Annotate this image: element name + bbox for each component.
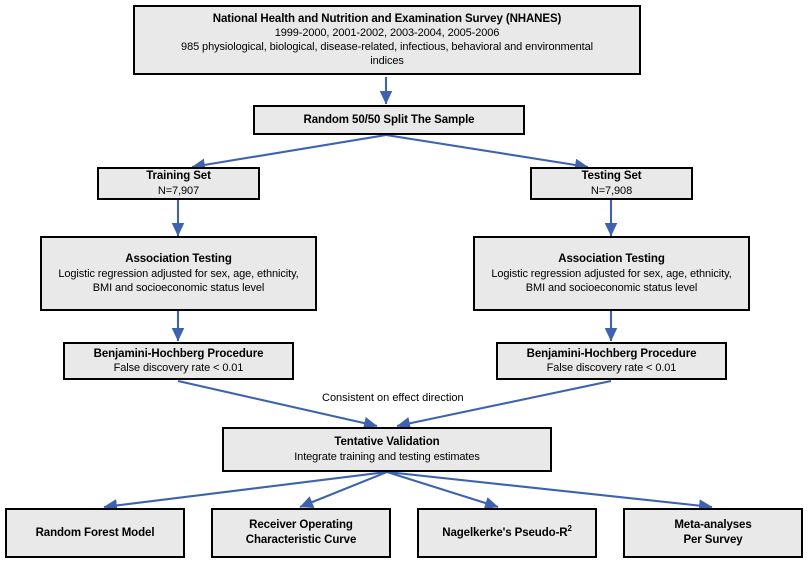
association-testing-training-line3: BMI and socioeconomic status level: [92, 281, 265, 294]
node-meta-analyses-per-survey: Meta-analyses Per Survey: [623, 508, 803, 558]
edge-label-consistent-direction: Consistent on effect direction: [322, 392, 464, 404]
arrow-validation-to-random-forest: [103, 470, 388, 512]
node-association-testing-testing: Association Testing Logistic regression …: [473, 236, 750, 311]
association-testing-testing-line3: BMI and socioeconomic status level: [525, 281, 698, 294]
nhanes-source-indices-cont: indices: [370, 55, 404, 68]
association-testing-training-line2: Logistic regression adjusted for sex, ag…: [58, 267, 299, 280]
node-benjamini-hochberg-training: Benjamini-Hochberg Procedure False disco…: [63, 342, 294, 380]
tentative-validation-title: Tentative Validation: [334, 436, 440, 449]
arrow-validation-to-nagelkerke: [386, 470, 499, 510]
node-association-testing-training: Association Testing Logistic regression …: [40, 236, 317, 311]
arrow-split-to-testing: [385, 133, 589, 172]
node-random-forest-model: Random Forest Model: [5, 508, 185, 558]
nhanes-source-indices: 985 physiological, biological, disease-r…: [181, 41, 593, 54]
meta-analyses-line2: Per Survey: [683, 534, 743, 546]
roc-curve-line2: Characteristic Curve: [245, 534, 357, 546]
nagelkerke-pseudo-r2-exponent: 2: [567, 523, 572, 533]
benjamini-hochberg-training-fdr: False discovery rate < 0.01: [113, 362, 244, 375]
association-testing-testing-title: Association Testing: [558, 253, 665, 266]
roc-curve-line1: Receiver Operating: [249, 519, 353, 532]
nhanes-source-years: 1999-2000, 2001-2002, 2003-2004, 2005-20…: [274, 27, 500, 40]
node-testing-set: Testing Set N=7,908: [530, 167, 693, 200]
node-benjamini-hochberg-testing: Benjamini-Hochberg Procedure False disco…: [496, 342, 727, 380]
nagelkerke-pseudo-r2-label: Nagelkerke's Pseudo-R: [442, 526, 568, 539]
node-nagelkerke-pseudo-r2: Nagelkerke's Pseudo-R2: [417, 508, 597, 558]
tentative-validation-line2: Integrate training and testing estimates: [294, 450, 480, 463]
training-set-n: N=7,907: [157, 184, 200, 197]
node-nhanes-source: National Health and Nutrition and Examin…: [133, 5, 641, 75]
meta-analyses-line1: Meta-analyses: [674, 519, 752, 532]
random-forest-model-title: Random Forest Model: [35, 526, 155, 539]
testing-set-n: N=7,908: [590, 184, 633, 197]
testing-set-title: Testing Set: [581, 170, 642, 183]
benjamini-hochberg-testing-fdr: False discovery rate < 0.01: [546, 362, 677, 375]
arrow-split-to-training: [191, 133, 387, 172]
node-training-set: Training Set N=7,907: [97, 167, 260, 200]
benjamini-hochberg-training-title: Benjamini-Hochberg Procedure: [93, 347, 264, 360]
random-split-title: Random 50/50 Split The Sample: [303, 113, 475, 126]
arrow-validation-to-meta: [386, 470, 713, 512]
association-testing-testing-line2: Logistic regression adjusted for sex, ag…: [491, 267, 732, 280]
training-set-title: Training Set: [146, 170, 211, 183]
node-random-split: Random 50/50 Split The Sample: [253, 105, 525, 135]
node-roc-curve: Receiver Operating Characteristic Curve: [211, 508, 391, 558]
association-testing-training-title: Association Testing: [125, 253, 232, 266]
nhanes-source-title: National Health and Nutrition and Examin…: [212, 12, 562, 25]
node-tentative-validation: Tentative Validation Integrate training …: [222, 427, 552, 472]
nagelkerke-pseudo-r2-title: Nagelkerke's Pseudo-R2: [442, 523, 572, 541]
benjamini-hochberg-testing-title: Benjamini-Hochberg Procedure: [526, 347, 697, 360]
arrow-validation-to-roc: [299, 471, 388, 508]
